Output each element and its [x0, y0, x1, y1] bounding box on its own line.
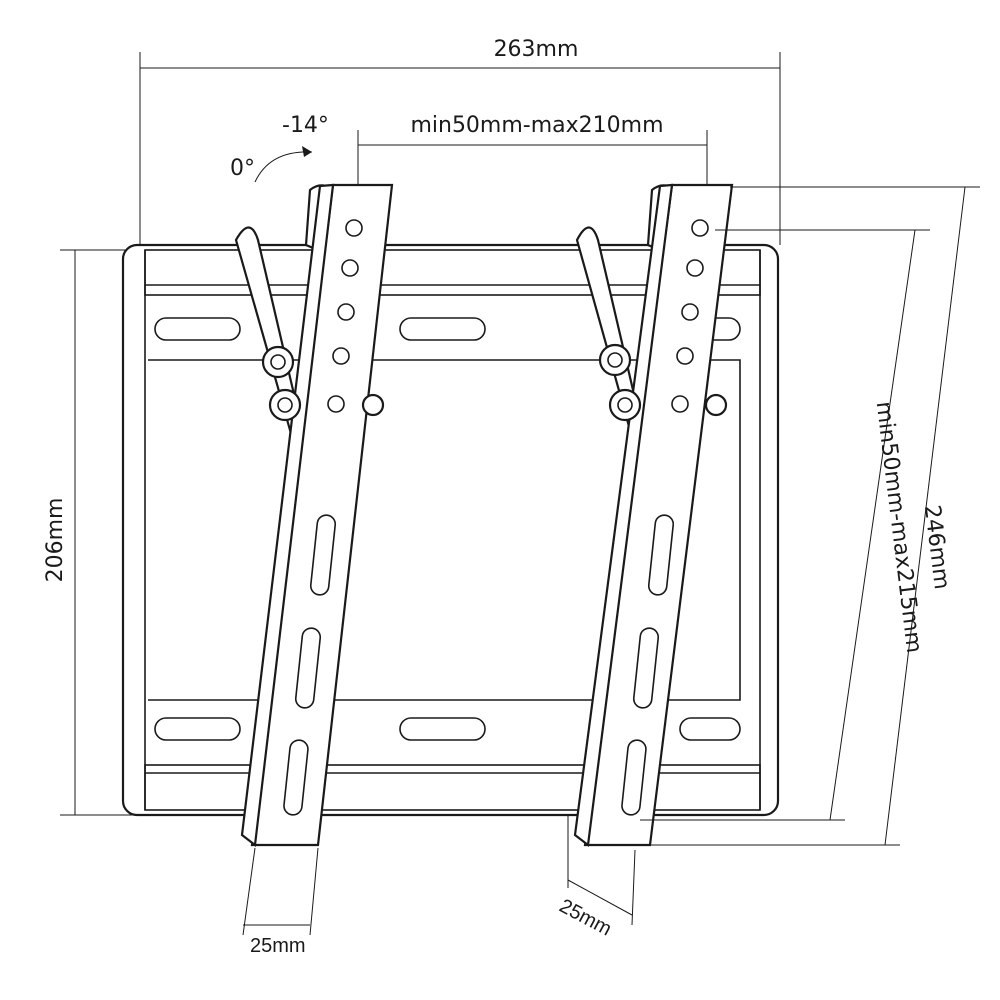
bracket-length-label: 246mm	[919, 504, 954, 591]
overall-width-label: 263mm	[494, 37, 579, 62]
tilt-zero-label: 0°	[230, 156, 255, 181]
dimension-bracket-width-left: 25mm	[242, 847, 319, 957]
dimension-plate-height: 206mm	[43, 249, 135, 816]
right-bracket	[573, 183, 734, 848]
hole-spacing-horizontal-label: min50mm-max210mm	[410, 113, 663, 138]
left-bracket	[234, 183, 394, 848]
dimension-overall-width: 263mm	[139, 37, 781, 245]
plate-height-label: 206mm	[43, 498, 68, 583]
bracket-width-right-label: 25mm	[556, 895, 615, 941]
right-bolts	[598, 343, 728, 422]
dimension-hole-spacing-horizontal: min50mm-max210mm	[357, 113, 708, 195]
bracket-width-left-label: 25mm	[250, 935, 306, 957]
tilt-arrow-icon	[254, 151, 313, 183]
hole-spacing-vertical-label: min50mm-max215mm	[871, 400, 927, 654]
tilt-max-label: -14°	[282, 113, 329, 138]
left-bolts	[261, 345, 385, 422]
right-bracket-holes	[621, 219, 709, 816]
left-bracket-holes	[283, 219, 363, 816]
tilt-indicator: -14° 0°	[230, 113, 329, 183]
